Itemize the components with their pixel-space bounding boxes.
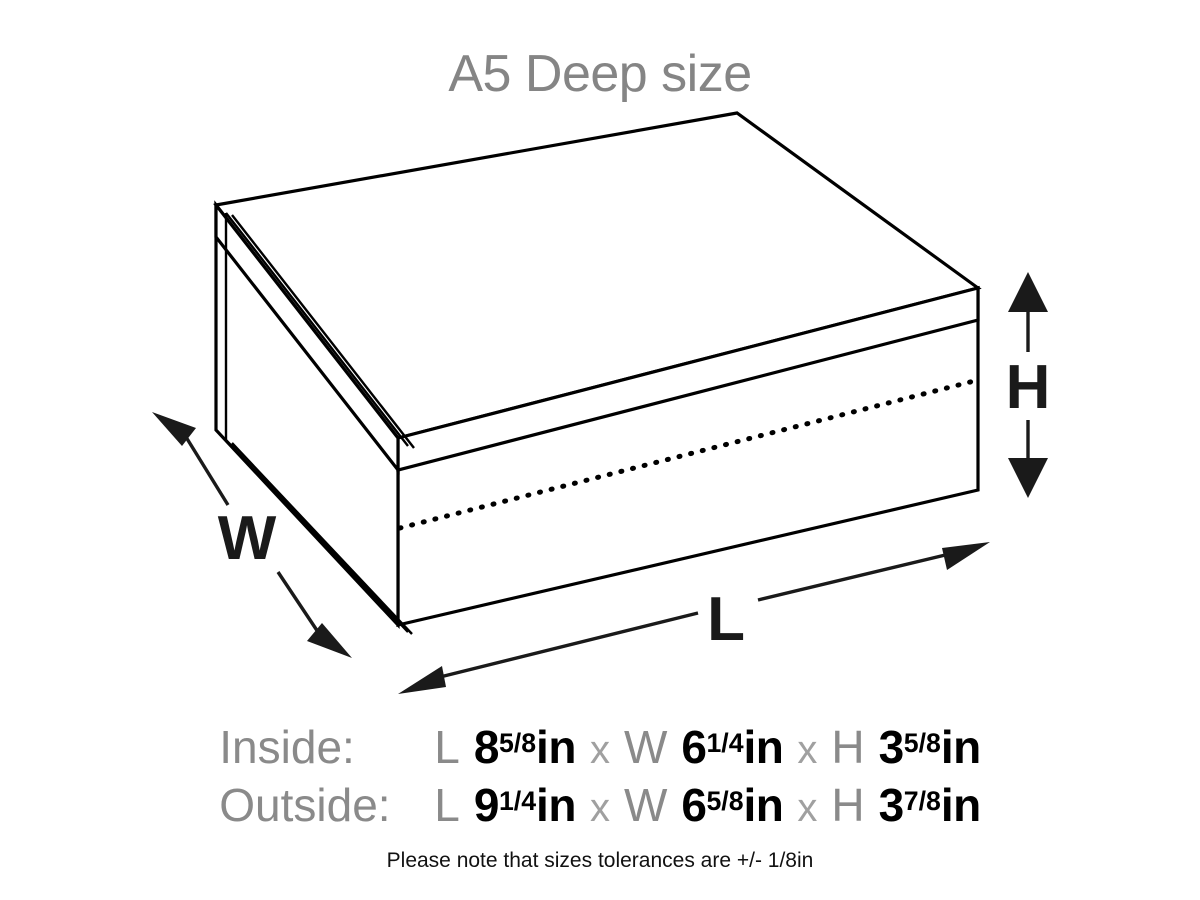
outside-length-whole: 9: [473, 779, 500, 832]
length-arrowhead-left: [398, 666, 446, 694]
inside-length-whole: 8: [473, 721, 500, 774]
thickness-line-left-lower: [225, 439, 409, 633]
outside-width-unit: in: [743, 779, 784, 832]
height-label: H: [1006, 353, 1051, 422]
inside-height-unit: in: [940, 721, 981, 774]
thickness-line-left-diagonal-2: [231, 214, 415, 449]
inside-length-letter: L: [434, 721, 460, 774]
dimension-arrow-length: L: [398, 542, 990, 694]
width-shaft-lower: [276, 571, 320, 633]
inside-length-unit: in: [536, 721, 576, 774]
outside-length-fraction: 1/4: [498, 786, 537, 816]
outside-width-value: 65/8in: [681, 779, 784, 832]
box-lid-group: [213, 111, 982, 475]
height-arrowhead-bottom: [1008, 458, 1048, 498]
tolerance-footnote: Please note that sizes tolerances are +/…: [386, 849, 814, 872]
outside-separator-1: x: [589, 786, 610, 831]
inside-length-fraction: 5/8: [498, 728, 537, 758]
outside-height-whole: 3: [878, 779, 905, 832]
height-arrowhead-top: [1008, 272, 1048, 312]
outside-length-unit: in: [536, 779, 576, 832]
outside-label: Outside:: [219, 779, 391, 832]
box-material-thickness-lines: [224, 212, 415, 635]
outside-length-value: 91/4in: [473, 779, 577, 832]
page-title: A5 Deep size: [448, 45, 752, 103]
seam-dotted-front: [397, 377, 981, 531]
length-shaft-right: [757, 549, 963, 602]
outside-length-letter: L: [434, 779, 460, 832]
length-shaft-left: [435, 611, 699, 680]
width-shaft-upper: [184, 436, 230, 506]
inside-length-value: 85/8in: [473, 721, 577, 774]
box-lid-left-skirt: [214, 200, 400, 475]
inside-width-fraction: 1/4: [706, 728, 744, 758]
inside-height-value: 35/8in: [878, 721, 982, 774]
outside-separator-2: x: [797, 786, 818, 831]
thickness-line-left-lower-2: [231, 442, 413, 635]
inside-width-whole: 6: [681, 721, 707, 774]
outside-width-fraction: 5/8: [706, 786, 744, 816]
inside-height-whole: 3: [878, 721, 905, 774]
outside-height-fraction: 7/8: [903, 786, 941, 816]
length-label: L: [707, 585, 745, 654]
inside-height-fraction: 5/8: [903, 728, 941, 758]
length-arrowhead-right: [942, 542, 990, 570]
outside-height-unit: in: [940, 779, 981, 832]
outside-width-whole: 6: [681, 779, 707, 832]
dimension-arrow-height: H: [1006, 272, 1051, 498]
width-arrowhead-upper: [152, 412, 196, 446]
inside-label: Inside:: [219, 721, 355, 774]
box-lid-base-seam-dotted: [397, 377, 981, 531]
inside-separator-1: x: [589, 728, 610, 773]
dimension-arrow-width: W: [152, 412, 352, 658]
outside-height-value: 37/8in: [878, 779, 982, 832]
inside-width-value: 61/4in: [681, 721, 784, 774]
width-label: W: [218, 504, 277, 573]
inside-width-unit: in: [743, 721, 784, 774]
inside-separator-2: x: [797, 728, 818, 773]
outside-width-letter: W: [623, 779, 668, 832]
width-arrowhead-lower: [307, 623, 352, 658]
thickness-line-left-diagonal: [225, 212, 409, 447]
inside-height-letter: H: [831, 721, 865, 774]
inside-width-letter: W: [623, 721, 668, 774]
outside-height-letter: H: [831, 779, 865, 832]
